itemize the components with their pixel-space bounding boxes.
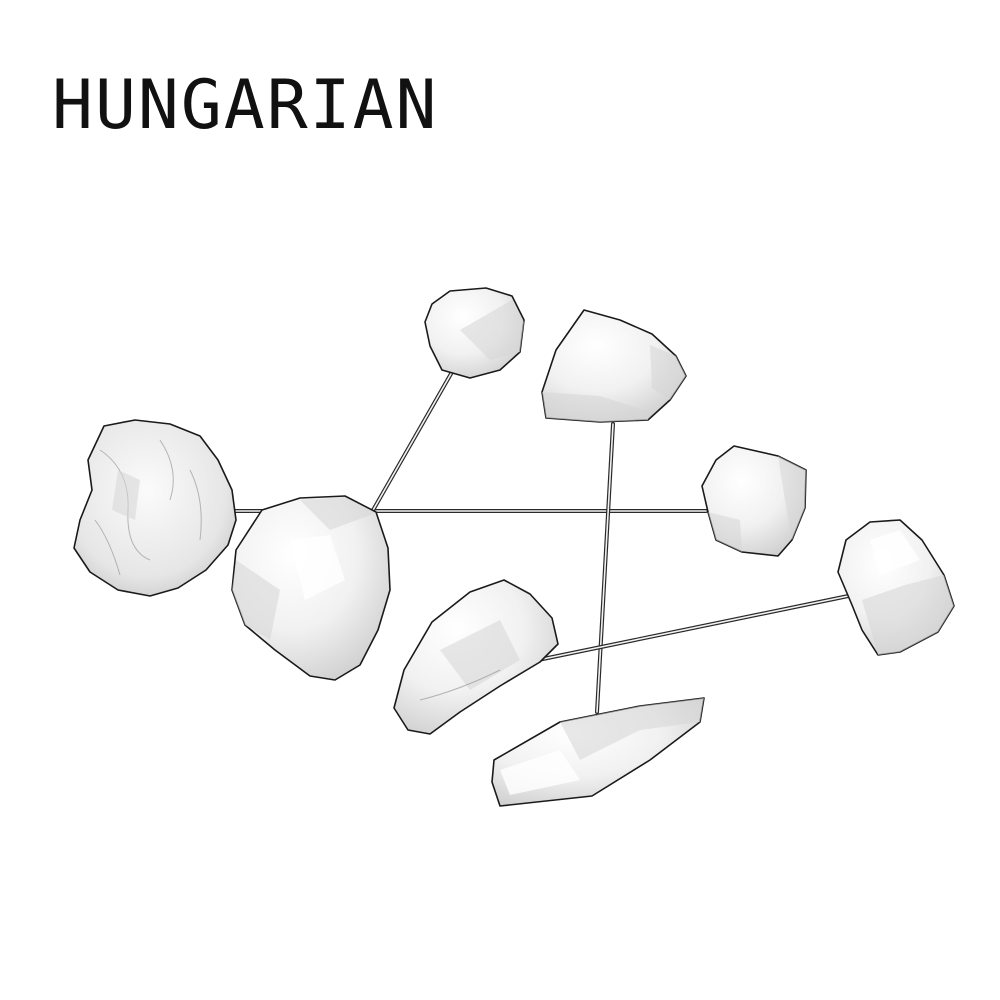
page-title: HUNGARIAN <box>52 66 439 145</box>
rock-rough-left <box>73 419 237 597</box>
rods <box>216 370 860 714</box>
rock-flat-bottom <box>491 697 705 807</box>
rock-block-right <box>701 445 807 557</box>
rock-elongated-lower <box>393 579 559 735</box>
rock-angled-right <box>837 519 955 656</box>
rock-wedge-top <box>541 309 687 423</box>
rock-large-center <box>231 495 391 681</box>
rock-small-top <box>424 287 525 379</box>
